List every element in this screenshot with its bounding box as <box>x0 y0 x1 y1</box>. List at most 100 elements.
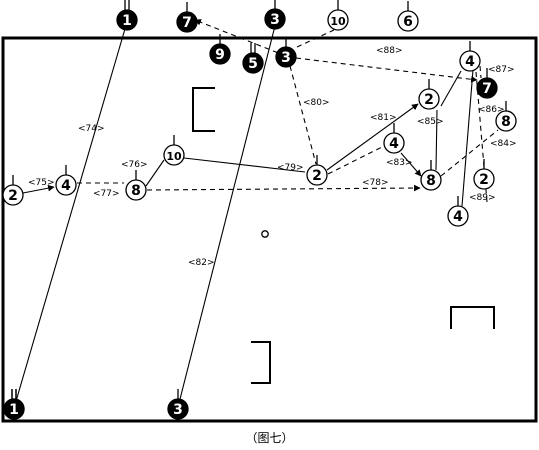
pass-label: <76> <box>121 160 148 170</box>
player-circle <box>264 8 286 30</box>
pass-lines <box>13 19 499 409</box>
player-number: 1 <box>9 402 19 418</box>
player-marker-p1c: 1 <box>3 389 25 420</box>
pass-labels-layer: <74><75><76><77><78><79><80><81><82><83>… <box>28 46 517 268</box>
player-number: 4 <box>453 209 463 225</box>
pass-line <box>440 70 462 107</box>
player-marker-p8b: 8 <box>420 160 442 191</box>
player-marker-p2d: 2 <box>2 175 24 206</box>
player-circle <box>209 43 231 65</box>
player-marker-p1a: 1 <box>116 0 138 31</box>
goal-bracket-top <box>192 87 215 132</box>
goal-bracket-bottom <box>251 341 271 384</box>
player-marker-p3a: 3 <box>264 0 286 30</box>
player-circle <box>383 132 405 154</box>
player-marker-p4b: 4 <box>383 123 405 154</box>
player-number: 3 <box>270 12 280 28</box>
player-marker-p7b: 7 <box>476 68 498 99</box>
pass-line <box>183 157 306 173</box>
player-number: 8 <box>501 114 511 130</box>
pass-line <box>194 19 287 57</box>
player-number: 4 <box>389 136 399 152</box>
pass-label: <85> <box>417 117 444 127</box>
pass-line <box>440 129 499 177</box>
player-number: 6 <box>403 14 413 30</box>
pass-label: <81> <box>370 113 397 123</box>
center-spot <box>261 230 269 238</box>
pass-label: <86> <box>478 105 505 115</box>
pass-line <box>22 184 55 194</box>
player-number: 3 <box>281 50 291 66</box>
player-circle <box>459 50 481 72</box>
pass-label: <80> <box>303 98 330 108</box>
player-number: 8 <box>131 183 141 199</box>
player-circle <box>2 184 24 206</box>
player-circle <box>418 88 440 110</box>
goal-bracket-right <box>450 306 495 329</box>
pass-label: <75> <box>28 178 55 188</box>
player-circle <box>3 398 25 420</box>
pass-line <box>479 65 482 79</box>
pass-line <box>13 21 128 409</box>
pass-label: <78> <box>362 178 389 188</box>
player-marker-p7a: 7 <box>176 2 198 33</box>
player-number: 7 <box>482 81 492 97</box>
pass-line <box>326 103 419 171</box>
pass-label: <87> <box>488 65 515 75</box>
player-circle <box>476 77 498 99</box>
player-marker-p4a: 4 <box>459 41 481 72</box>
player-marker-p5: 5 <box>242 43 264 74</box>
player-circle <box>447 205 469 227</box>
pass-label: <88> <box>376 46 403 56</box>
player-circle <box>242 52 264 74</box>
pass-line <box>146 184 421 192</box>
pass-line <box>296 29 335 48</box>
players-layer: 11731069534728410282448213 <box>2 0 517 420</box>
player-number: 3 <box>173 402 183 418</box>
pass-line <box>145 159 165 187</box>
pass-label: <77> <box>93 189 120 199</box>
player-number: 7 <box>182 15 192 31</box>
player-marker-p9: 9 <box>209 34 231 65</box>
player-number: 5 <box>248 56 258 72</box>
player-marker-p3b: 3 <box>275 37 297 68</box>
pass-line <box>461 69 474 207</box>
player-marker-p8c: 8 <box>125 170 147 201</box>
player-circle <box>125 179 147 201</box>
player-circle <box>420 169 442 191</box>
player-marker-p6: 6 <box>397 1 419 32</box>
pass-line <box>435 109 438 171</box>
player-circle <box>397 10 419 32</box>
player-number: 2 <box>312 168 322 184</box>
player-circle <box>167 398 189 420</box>
player-number: 10 <box>330 15 346 28</box>
player-number: 9 <box>215 47 225 63</box>
player-number: 4 <box>61 178 71 194</box>
player-marker-p2a: 2 <box>418 79 440 110</box>
player-circle <box>495 110 517 132</box>
pass-label: <79> <box>277 163 304 173</box>
pass-line <box>295 57 478 83</box>
pass-label: <82> <box>188 258 215 268</box>
pass-line <box>400 152 422 177</box>
pass-line <box>327 145 385 175</box>
player-circle <box>116 9 138 31</box>
player-number: 4 <box>465 54 475 70</box>
player-circle <box>306 164 328 186</box>
player-circle <box>55 174 77 196</box>
player-marker-p2c: 2 <box>473 159 495 190</box>
player-number: 8 <box>426 173 436 189</box>
player-marker-p2b: 2 <box>306 155 328 186</box>
player-circle <box>473 168 495 190</box>
figure-caption: （图七） <box>245 431 294 445</box>
player-marker-p10a: 10 <box>327 0 349 31</box>
player-marker-p3c: 3 <box>167 389 189 420</box>
player-circle <box>275 46 297 68</box>
player-circle <box>176 11 198 33</box>
player-number: 2 <box>479 172 489 188</box>
pass-line <box>177 21 277 408</box>
field-boundary <box>1 36 538 423</box>
player-number: 1 <box>122 13 132 29</box>
player-marker-p8a: 8 <box>495 101 517 132</box>
pass-line <box>289 65 317 165</box>
